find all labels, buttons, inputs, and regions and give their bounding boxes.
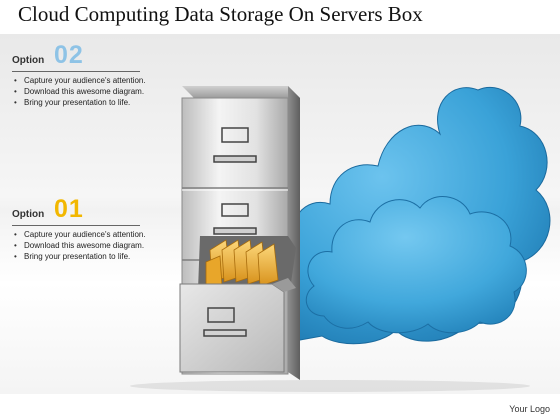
bullet-item: Capture your audience's attention. [12,76,152,86]
option-01-divider [12,225,140,226]
option-02-bullets: Capture your audience's attention. Downl… [12,76,152,108]
bullet-item: Bring your presentation to life. [12,252,152,262]
option-02-header: Option 02 [12,41,152,70]
folder-icon [205,239,279,291]
option-01-header: Option 01 [12,195,152,224]
bullet-item: Capture your audience's attention. [12,230,152,240]
option-02-word: Option [12,55,45,66]
option-02-block: Option 02 Capture your audience's attent… [12,41,152,109]
bullet-item: Download this awesome diagram. [12,87,152,97]
cloud-icon [269,86,551,345]
option-01-block: Option 01 Capture your audience's attent… [12,195,152,263]
slide-title: Cloud Computing Data Storage On Servers … [18,2,423,26]
option-01-word: Option [12,209,45,220]
option-01-bullets: Capture your audience's attention. Downl… [12,230,152,262]
logo-text: Your Logo [509,404,550,414]
bullet-item: Download this awesome diagram. [12,241,152,251]
option-01-number: 01 [54,195,84,223]
option-02-number: 02 [54,41,84,69]
bullet-item: Bring your presentation to life. [12,98,152,108]
option-02-divider [12,71,140,72]
filing-cabinet-icon [130,86,530,392]
